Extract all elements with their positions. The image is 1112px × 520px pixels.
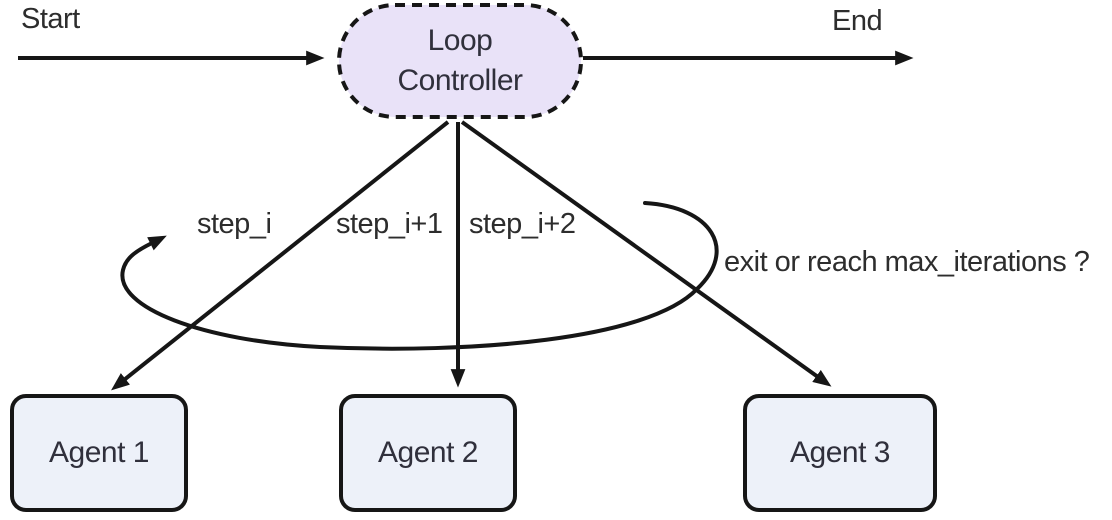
node-agent-2 — [339, 394, 517, 512]
node-agent-3 — [743, 394, 937, 512]
edge-controller-to-agent3-arrow — [460, 120, 832, 387]
edge-controller-to-agent1-arrow — [111, 120, 450, 391]
node-agent-1 — [10, 394, 188, 512]
edge-loop-back-arc — [120, 201, 719, 351]
node-loop-controller — [337, 3, 583, 119]
